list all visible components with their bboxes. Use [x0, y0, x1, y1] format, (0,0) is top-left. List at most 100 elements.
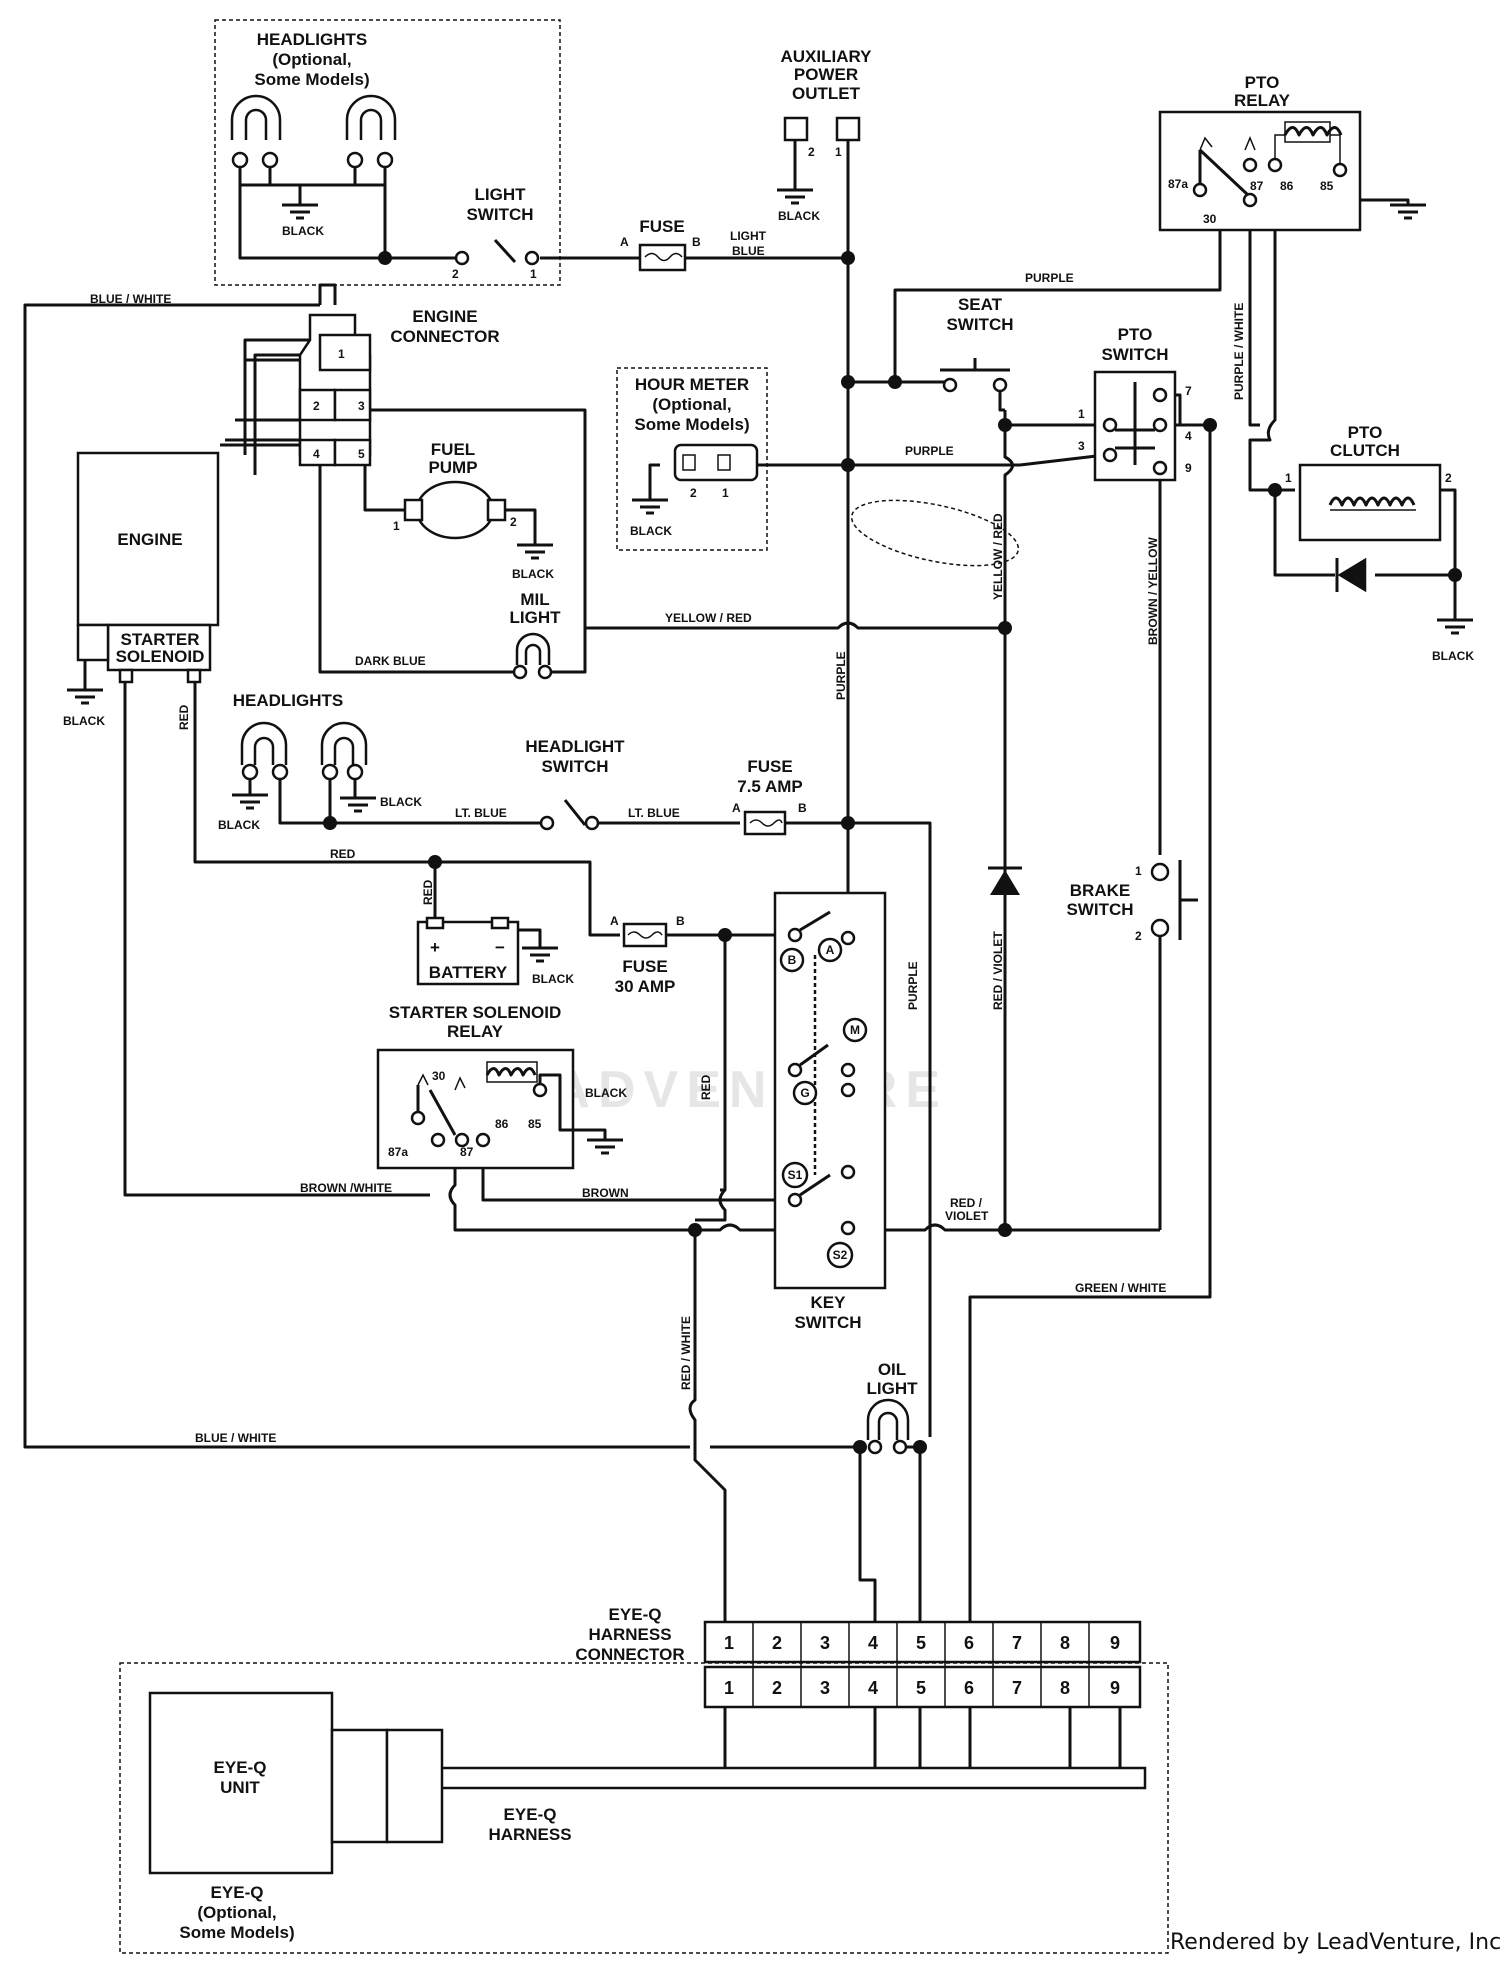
eyeq-top-pin-1: 1 — [724, 1633, 734, 1653]
engine-connector-label-2: CONNECTOR — [390, 327, 499, 346]
diode — [988, 866, 1022, 895]
wire-label-black-aux: BLACK — [778, 209, 820, 223]
seat-switch-label-1: SEAT — [958, 295, 1003, 314]
headlights-top-label-2: (Optional, — [272, 50, 351, 69]
key-switch-label-1: KEY — [811, 1293, 847, 1312]
starter-relay-label-1: STARTER SOLENOID — [389, 1003, 562, 1022]
aux-outlet-label-2: POWER — [794, 65, 858, 84]
light-switch-label-1: LIGHT — [475, 185, 527, 204]
mil-light-label-1: MIL — [520, 590, 549, 609]
fuse-75-label-2: 7.5 AMP — [737, 777, 803, 796]
wire-label-red-violet-h-1: RED / — [950, 1196, 983, 1210]
eyeq-bottom-pin-7: 7 — [1012, 1678, 1022, 1698]
engine-connector-pin-1: 1 — [338, 347, 345, 361]
pto-relay-pin-85: 85 — [1320, 179, 1334, 193]
pto-clutch — [1298, 463, 1473, 635]
eyeq-top-pin-4: 4 — [868, 1633, 878, 1653]
fuse-75-pin-b: B — [798, 801, 807, 815]
headlights-top-label-3: Some Models) — [254, 70, 369, 89]
starter-relay-pin-87a: 87a — [388, 1145, 408, 1159]
mil-light — [512, 632, 553, 680]
starter-relay-pin-86: 86 — [495, 1117, 509, 1131]
key-switch-label-2: SWITCH — [794, 1313, 861, 1332]
fuse-75-pin-a: A — [732, 801, 741, 815]
headlights-top-label-1: HEADLIGHTS — [257, 30, 368, 49]
eyeq-bottom-pin-3: 3 — [820, 1678, 830, 1698]
eyeq-connector-label-3: CONNECTOR — [575, 1645, 684, 1664]
headlight-switch-label-1: HEADLIGHT — [525, 737, 625, 756]
eyeq-top-pin-9: 9 — [1110, 1633, 1120, 1653]
eyeq-bottom-pin-4: 4 — [868, 1678, 878, 1698]
fuse-top — [638, 243, 687, 272]
brake-switch-label-2: SWITCH — [1066, 900, 1133, 919]
hour-meter-box — [616, 367, 768, 551]
wire-label-purple-mid: PURPLE — [905, 444, 954, 458]
wire-label-red-violet: RED / VIOLET — [991, 931, 1005, 1010]
eyeq-unit-label-1: EYE-Q — [214, 1758, 267, 1777]
key-position-g: G — [800, 1086, 809, 1100]
headlights-optional-box — [214, 19, 561, 286]
aux-outlet-pin-2: 2 — [808, 145, 815, 159]
battery-minus: − — [495, 938, 505, 957]
engine-connector-pin-3: 3 — [358, 399, 365, 413]
pto-relay — [1158, 110, 1362, 232]
pto-switch-pin-3: 3 — [1078, 439, 1085, 453]
engine-connector — [298, 313, 372, 467]
fuse-30-pin-b: B — [676, 914, 685, 928]
pto-switch-pin-1: 1 — [1078, 407, 1085, 421]
starter-solenoid-label-2: SOLENOID — [116, 647, 205, 666]
aux-outlet-pin-1: 1 — [835, 145, 842, 159]
eyeq-harness-label-2: HARNESS — [488, 1825, 571, 1844]
pto-clutch-label-2: CLUTCH — [1330, 441, 1400, 460]
pto-switch — [1093, 370, 1177, 482]
fuel-pump-pin-2: 2 — [510, 515, 517, 529]
wire-label-black-top: BLACK — [282, 224, 324, 238]
hour-meter-label-2: (Optional, — [652, 395, 731, 414]
light-switch-pin-1: 1 — [530, 267, 537, 281]
aux-outlet-label-3: OUTLET — [792, 84, 861, 103]
wire-label-blue-white-bottom: BLUE / WHITE — [195, 1431, 276, 1445]
junction-dots — [323, 251, 1462, 1454]
headlight-switch — [539, 799, 600, 831]
eyeq-harness-label-1: EYE-Q — [504, 1805, 557, 1824]
engine-connector-pin-5: 5 — [358, 447, 365, 461]
hour-meter-label-1: HOUR METER — [635, 375, 749, 394]
engine-label: ENGINE — [117, 530, 182, 549]
wire-bundle-ellipse — [850, 499, 1020, 567]
light-switch-pin-2: 2 — [452, 267, 459, 281]
fuse-75-label-1: FUSE — [747, 757, 792, 776]
wire-label-black-battery: BLACK — [532, 972, 574, 986]
hour-meter-pin-2: 2 — [690, 486, 697, 500]
pto-switch-label-1: PTO — [1118, 325, 1153, 344]
pto-clutch-pin-1: 1 — [1285, 471, 1292, 485]
wire-label-green-white: GREEN / WHITE — [1075, 1281, 1166, 1295]
wire-label-purple-key: PURPLE — [906, 961, 920, 1010]
eyeq-label-3: Some Models) — [179, 1923, 294, 1942]
wire-label-black-hour: BLACK — [630, 524, 672, 538]
key-switch — [773, 891, 887, 1290]
pto-relay-pin-87a: 87a — [1168, 177, 1188, 191]
eyeq-connector-label-1: EYE-Q — [609, 1605, 662, 1624]
battery-plus: + — [430, 938, 440, 957]
wire-label-yellow-red: YELLOW / RED — [665, 611, 752, 625]
wire-label-black-pump: BLACK — [512, 567, 554, 581]
fuse-30-amp — [622, 922, 668, 948]
fuel-pump-pin-1: 1 — [393, 519, 400, 533]
pto-clutch-pin-2: 2 — [1445, 471, 1452, 485]
starter-relay-pin-30: 30 — [432, 1069, 446, 1083]
wire-label-yellow-red-v: YELLOW / RED — [991, 513, 1005, 600]
pto-relay-pin-86: 86 — [1280, 179, 1294, 193]
brake-switch-pin-1: 1 — [1135, 864, 1142, 878]
eyeq-bottom-pin-6: 6 — [964, 1678, 974, 1698]
fuse-30-pin-a: A — [610, 914, 619, 928]
wire-label-light-blue-2: BLUE — [732, 244, 765, 258]
eyeq-top-pin-8: 8 — [1060, 1633, 1070, 1653]
eyeq-unit-label-2: UNIT — [220, 1778, 260, 1797]
key-position-s2: S2 — [833, 1248, 848, 1262]
engine-connector-pin-4: 4 — [313, 447, 320, 461]
hour-meter-pin-1: 1 — [722, 486, 729, 500]
pto-relay-label-2: RELAY — [1234, 91, 1291, 110]
eyeq-top-pin-7: 7 — [1012, 1633, 1022, 1653]
wire-label-red-battery: RED — [421, 879, 435, 905]
eyeq-bottom-pin-1: 1 — [724, 1678, 734, 1698]
